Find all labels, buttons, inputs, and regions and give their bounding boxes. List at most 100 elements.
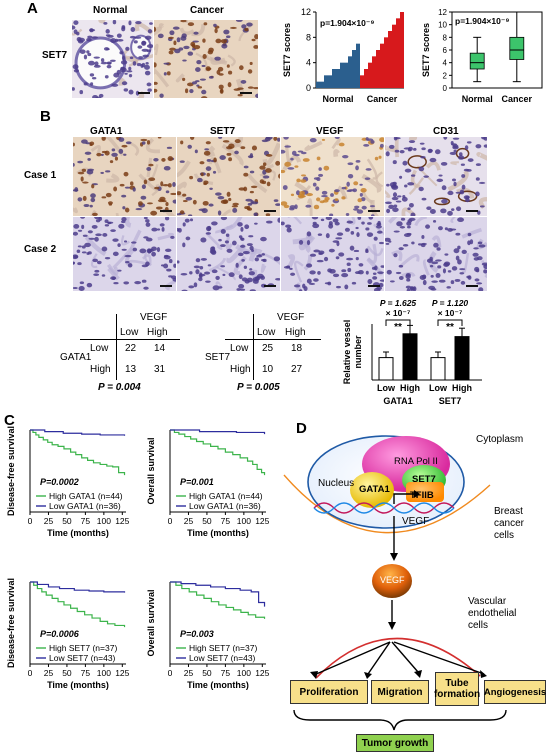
cell-nucleus — [106, 48, 110, 51]
cell-nucleus — [205, 232, 211, 235]
b-col-vegf: VEGF — [316, 126, 344, 137]
cell-nucleus — [402, 160, 408, 166]
cell-nucleus — [377, 271, 384, 275]
tissue-fiber — [177, 160, 191, 178]
cell-nucleus — [218, 137, 223, 139]
cell-nucleus — [197, 177, 203, 183]
cell-nucleus — [80, 176, 84, 182]
cell-nucleus — [133, 40, 138, 44]
tissue-fiber — [145, 137, 161, 154]
cell-nucleus — [239, 65, 244, 71]
cell-nucleus — [220, 217, 228, 221]
tissue-fiber — [248, 248, 263, 262]
cell-nucleus — [246, 22, 253, 27]
cell-nucleus — [290, 193, 295, 197]
micrograph-case1-vegf — [281, 137, 384, 216]
cell-nucleus — [273, 137, 278, 141]
y-axis-label: SET7 scores — [282, 23, 292, 77]
cell-nucleus — [298, 239, 304, 245]
tissue-fiber — [175, 73, 185, 83]
cell-nucleus — [321, 195, 328, 198]
x-tick-label: Normal — [322, 94, 353, 104]
cell-nucleus — [94, 217, 102, 220]
cell-nucleus — [435, 273, 441, 278]
cell-nucleus — [147, 249, 152, 254]
cell-nucleus — [309, 253, 317, 257]
legend-label: Low SET7 (n=43) — [49, 653, 116, 663]
tissue-fiber — [72, 23, 83, 36]
cell-nucleus — [154, 88, 158, 93]
cell-nucleus — [289, 267, 293, 270]
cell-nucleus — [128, 20, 132, 26]
x-tick-label: 0 — [28, 516, 33, 526]
cell-nucleus — [405, 273, 411, 277]
cell-nucleus — [196, 84, 200, 87]
x-tick-label: Cancer — [502, 94, 533, 104]
cell-nucleus — [475, 163, 481, 167]
cell-nucleus — [332, 218, 339, 223]
cell-nucleus — [79, 281, 85, 285]
cell-nucleus — [325, 217, 333, 221]
cell-nucleus — [73, 286, 78, 290]
x-tick-label: Low — [429, 383, 448, 393]
group-label: GATA1 — [383, 396, 412, 406]
cell-nucleus — [164, 217, 170, 221]
cell-nucleus — [121, 81, 128, 86]
cell-nucleus — [80, 217, 86, 219]
cell-nucleus — [128, 73, 133, 78]
vessel — [433, 197, 451, 206]
cell-nucleus — [248, 235, 254, 238]
cell-nucleus — [253, 212, 258, 216]
cell-nucleus — [256, 273, 264, 279]
cell-nucleus — [402, 195, 406, 199]
cell-nucleus — [193, 45, 201, 50]
cell-nucleus — [87, 52, 92, 57]
cell-nucleus — [352, 188, 358, 193]
cell-nucleus — [237, 222, 243, 227]
cell-nucleus — [165, 248, 172, 252]
cell-nucleus — [134, 281, 142, 285]
cell-nucleus — [154, 26, 157, 32]
cell-nucleus — [253, 45, 258, 49]
x-tick-label: 125 — [255, 516, 269, 526]
cell-nucleus — [359, 183, 363, 186]
x-tick-label: 75 — [221, 668, 231, 678]
cell-nucleus — [346, 262, 351, 266]
cell-nucleus — [295, 190, 301, 196]
cell-nucleus — [238, 274, 243, 280]
micrograph-normal-set7 — [72, 20, 153, 98]
cell-nucleus — [473, 257, 480, 261]
cell-nucleus — [168, 258, 173, 264]
x-tick-label: High — [452, 383, 472, 393]
cell-nucleus — [391, 196, 399, 201]
cell-nucleus — [306, 231, 312, 237]
cell-nucleus — [440, 208, 447, 214]
cell-nucleus — [301, 174, 307, 177]
cell-nucleus — [265, 137, 273, 140]
cell-nucleus — [234, 139, 241, 144]
panel-label-a: A — [27, 0, 38, 17]
x-tick-label: 0 — [168, 668, 173, 678]
cell-nucleus — [247, 207, 252, 211]
cell-nucleus — [113, 186, 118, 192]
cell-nucleus — [217, 66, 224, 72]
cell-nucleus — [213, 23, 217, 28]
cell-nucleus — [459, 268, 466, 271]
b-col-gata1: GATA1 — [90, 126, 123, 137]
cell-nucleus — [421, 147, 426, 151]
tissue-fiber — [120, 235, 131, 246]
cell-nucleus — [453, 248, 460, 254]
cell-nucleus — [104, 256, 111, 260]
cell-nucleus — [165, 202, 169, 207]
cell-nucleus — [208, 47, 214, 53]
tissue-fiber — [461, 227, 483, 239]
cell-nucleus — [220, 265, 225, 268]
cell-nucleus — [407, 207, 411, 211]
cell-nucleus — [441, 185, 447, 191]
bar — [378, 357, 394, 381]
y-tick-label: 8 — [306, 32, 311, 42]
y-tick-label: 10 — [438, 21, 447, 30]
cell-nucleus — [141, 141, 146, 145]
cell-nucleus — [241, 24, 247, 29]
